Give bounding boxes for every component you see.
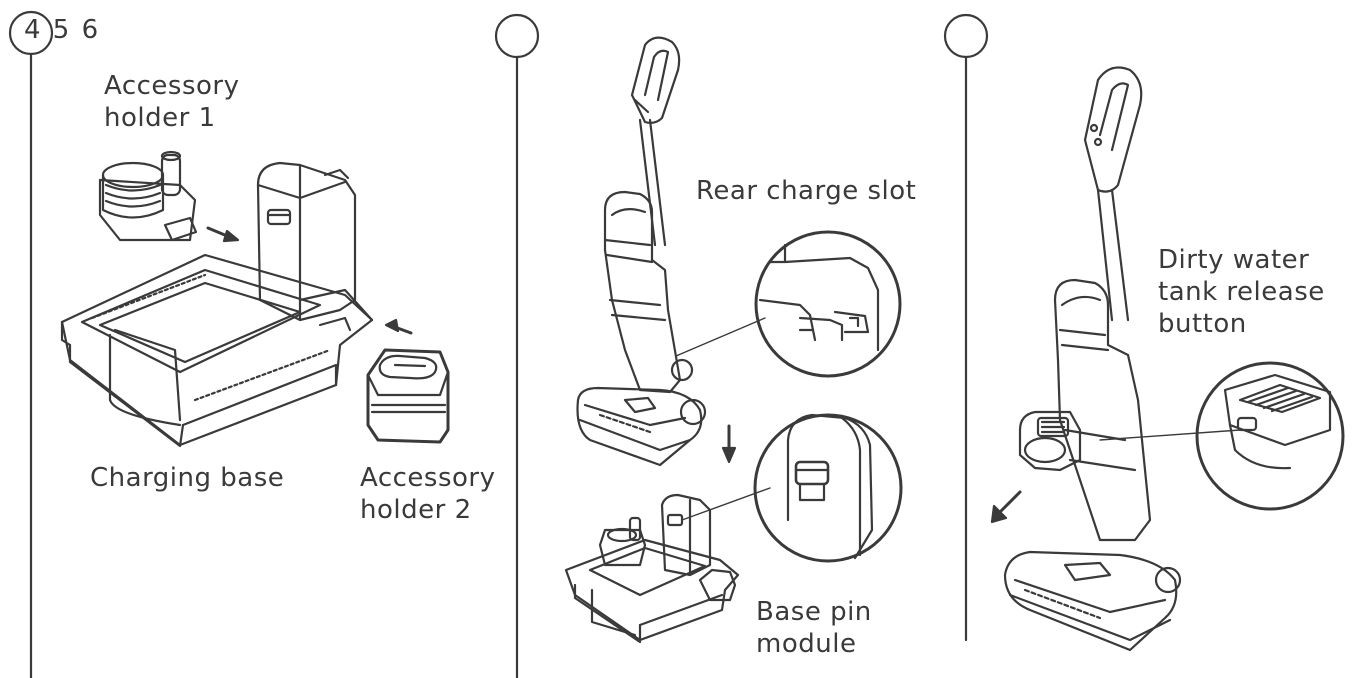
label-base-pin-module: Base pin module [756, 596, 872, 660]
label-rear-charge-slot: Rear charge slot [696, 175, 916, 207]
arrow-down-left-icon [1000, 492, 1020, 512]
vacuum-on-base-drawing [578, 38, 706, 465]
label-accessory-holder-2: Accessory holder 2 [360, 462, 496, 526]
step-marker-6 [945, 15, 987, 640]
label-dirty-water-release: Dirty water tank release button [1158, 244, 1325, 340]
accessory-holder-1-drawing [100, 152, 196, 240]
label-accessory-holder-1: Accessory holder 1 [104, 70, 240, 134]
accessory-holder-2-drawing [368, 350, 448, 442]
release-button-zoom [1197, 363, 1343, 509]
rear-charge-slot-zoom [756, 232, 900, 376]
step-numbers: 4 5 6 [24, 13, 100, 47]
label-charging-base: Charging base [90, 462, 284, 494]
charging-base-drawing [62, 163, 372, 446]
step-marker-4 [10, 12, 52, 678]
vacuum-tank-release-drawing [1005, 68, 1180, 650]
step-marker-5 [496, 15, 538, 678]
small-charging-base-drawing [566, 495, 738, 642]
base-pin-module-zoom [755, 415, 901, 561]
